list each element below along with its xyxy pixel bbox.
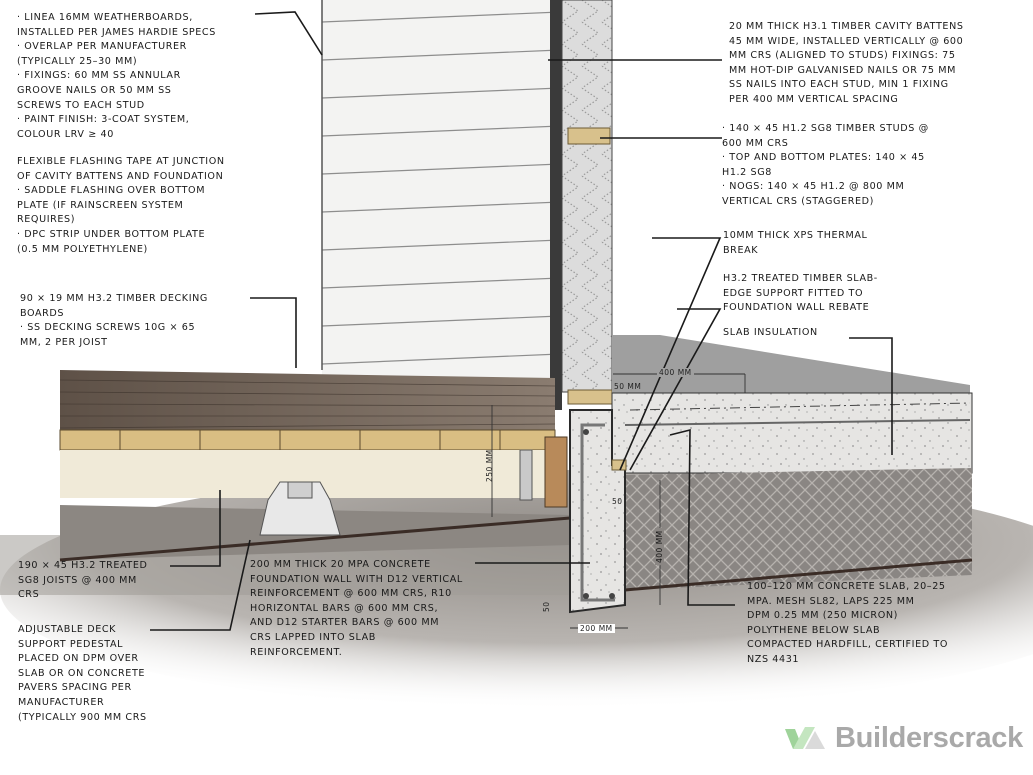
slab-insulation <box>612 335 970 395</box>
note-pedestal: ADJUSTABLE DECK SUPPORT PEDESTAL PLACED … <box>18 623 147 725</box>
weatherboard-wall <box>321 0 562 410</box>
note-line: 90 × 19 MM H3.2 TIMBER DECKING <box>20 293 208 304</box>
note-line: OF CAVITY BATTENS AND FOUNDATION <box>17 170 224 182</box>
dim-rebate: 50 <box>612 497 623 506</box>
note-line: HORIZONTAL BARS @ 600 MM CRS, <box>250 602 439 614</box>
note-line: FOUNDATION WALL REBATE <box>723 302 870 314</box>
note-line: CRS <box>18 589 40 601</box>
note-line: (0.5 MM POLYETHYLENE) <box>17 243 148 255</box>
hardfill <box>625 468 972 590</box>
note-line: MM HOT-DIP GALVANISED NAILS OR 75 MM <box>729 64 956 76</box>
note-line: 45 MM WIDE, INSTALLED VERTICALLY @ 600 <box>729 35 964 47</box>
note-line: BOARDS <box>20 307 65 319</box>
note-line: COMPACTED HARDFILL, CERTIFIED TO <box>747 639 948 651</box>
note-joists: 190 × 45 H3.2 TREATED SG8 JOISTS @ 400 M… <box>18 559 148 603</box>
dim-footing-depth: 400 MM <box>655 528 664 565</box>
note-line: SCREWS TO EACH STUD <box>17 99 145 111</box>
note-line: FOUNDATION WALL WITH D12 VERTICAL <box>250 573 463 585</box>
note-line: COLOUR LRV ≥ 40 <box>17 128 114 140</box>
note-line: VERTICAL CRS (STAGGERED) <box>722 195 874 207</box>
note-line: EDGE SUPPORT FITTED TO <box>723 287 864 299</box>
note-line: (TYPICALLY 25–30 MM) <box>17 55 138 67</box>
note-line: · SADDLE FLASHING OVER BOTTOM <box>17 185 206 197</box>
note-line: POLYTHENE BELOW SLAB <box>747 624 881 636</box>
slab-edge-support <box>611 459 627 471</box>
note-cavity-battens: 20 MM THICK H3.1 TIMBER CAVITY BATTENS 4… <box>729 20 964 108</box>
note-line: H3.2 TREATED TIMBER SLAB- <box>723 273 878 284</box>
note-line: SG8 JOISTS @ 400 MM <box>18 574 137 586</box>
leader-lines <box>150 11 893 631</box>
note-line: SUPPORT PEDESTAL <box>18 638 124 650</box>
note-line: MANUFACTURER <box>18 696 105 708</box>
deck-pedestal <box>259 481 341 536</box>
wall-insulation <box>561 0 613 393</box>
note-line: SLAB OR ON CONCRETE <box>18 667 146 679</box>
note-line: GROOVE NAILS OR 50 MM SS <box>17 84 172 96</box>
note-line: · FIXINGS: 60 MM SS ANNULAR <box>17 70 181 82</box>
note-line: · TOP AND BOTTOM PLATES: 140 × 45 <box>722 152 925 164</box>
dim-joist-depth: 250 MM <box>485 449 494 482</box>
note-line: · DPC STRIP UNDER BOTTOM PLATE <box>17 228 206 240</box>
note-flashing: FLEXIBLE FLASHING TAPE AT JUNCTION OF CA… <box>17 155 225 257</box>
note-line: REQUIRES) <box>17 214 76 226</box>
note-line: MPA. MESH SL82, LAPS 225 MM <box>747 595 915 607</box>
note-line: SS NAILS INTO EACH STUD, MIN 1 FIXING <box>729 79 949 91</box>
note-thermal-break: 10MM THICK XPS THERMAL BREAK <box>723 229 867 258</box>
decking-boards <box>60 370 555 438</box>
dim-insulation-width: 400 MM <box>657 368 694 377</box>
note-line: PLATE (IF RAINSCREEN SYSTEM <box>17 199 184 211</box>
note-line: 100–120 MM CONCRETE SLAB, 20–25 <box>747 581 946 592</box>
note-line: MM CRS (ALIGNED TO STUDS) FIXINGS: 75 <box>729 50 956 62</box>
note-line: PAVERS SPACING PER <box>18 682 132 694</box>
logo-text: Builderscrack <box>835 722 1023 754</box>
dim-cover: 50 <box>542 601 551 612</box>
note-line: FLEXIBLE FLASHING TAPE AT JUNCTION <box>17 156 225 167</box>
dim-xps-thickness: 50 MM <box>614 382 642 391</box>
note-line: 200 MM THICK 20 MPA CONCRETE <box>250 559 431 570</box>
note-line: CRS LAPPED INTO SLAB <box>250 631 376 643</box>
note-line: INSTALLED PER JAMES HARDIE SPECS <box>17 26 216 38</box>
note-line: DPM 0.25 MM (250 MICRON) <box>747 610 898 622</box>
note-line: PER 400 MM VERTICAL SPACING <box>729 93 899 105</box>
note-line: H1.2 SG8 <box>722 166 772 178</box>
note-line: · OVERLAP PER MANUFACTURER <box>17 41 187 53</box>
cavity-batten <box>567 127 611 145</box>
note-line: · LINEA 16MM WEATHERBOARDS, <box>17 12 193 23</box>
note-slab-insulation: SLAB INSULATION <box>723 326 818 341</box>
dim-wall-width: 200 MM <box>578 624 615 633</box>
note-line: · SS DECKING SCREWS 10G × 65 <box>20 322 196 334</box>
builderscrack-logo-icon <box>785 727 825 749</box>
note-line: AND D12 STARTER BARS @ 600 MM <box>250 617 440 629</box>
reinforcement-bar <box>580 423 615 602</box>
note-line: MM, 2 PER JOIST <box>20 336 108 348</box>
builderscrack-logo: Builderscrack <box>785 722 1023 755</box>
note-concrete-slab: 100–120 MM CONCRETE SLAB, 20–25 MPA. MES… <box>747 580 948 668</box>
note-line: (TYPICALLY 900 MM CRS <box>18 711 147 723</box>
note-line: SLAB INSULATION <box>723 327 818 338</box>
note-line: REINFORCEMENT @ 600 MM CRS, R10 <box>250 588 452 600</box>
note-line: ADJUSTABLE DECK <box>18 624 117 635</box>
note-slab-edge-support: H3.2 TREATED TIMBER SLAB- EDGE SUPPORT F… <box>723 272 878 316</box>
note-line: · 140 × 45 H1.2 SG8 TIMBER STUDS @ <box>722 123 929 134</box>
note-timber-studs: · 140 × 45 H1.2 SG8 TIMBER STUDS @ 600 M… <box>722 122 929 210</box>
note-decking: 90 × 19 MM H3.2 TIMBER DECKING BOARDS · … <box>20 292 208 350</box>
note-line: · PAINT FINISH: 3-COAT SYSTEM, <box>17 114 190 126</box>
note-line: · NOGS: 140 × 45 H1.2 @ 800 MM <box>722 181 905 193</box>
note-line: 20 MM THICK H3.1 TIMBER CAVITY BATTENS <box>729 21 964 32</box>
bottom-plate <box>567 389 613 405</box>
note-weatherboards: · LINEA 16MM WEATHERBOARDS, INSTALLED PE… <box>17 11 216 142</box>
note-line: PLACED ON DPM OVER <box>18 653 139 665</box>
note-foundation-wall: 200 MM THICK 20 MPA CONCRETE FOUNDATION … <box>250 558 463 660</box>
note-line: 190 × 45 H3.2 TREATED <box>18 560 148 571</box>
note-line: 10MM THICK XPS THERMAL <box>723 230 868 241</box>
note-line: REINFORCEMENT. <box>250 646 343 658</box>
note-line: BREAK <box>723 244 759 256</box>
note-line: NZS 4431 <box>747 653 800 665</box>
note-line: 600 MM CRS <box>722 137 789 149</box>
